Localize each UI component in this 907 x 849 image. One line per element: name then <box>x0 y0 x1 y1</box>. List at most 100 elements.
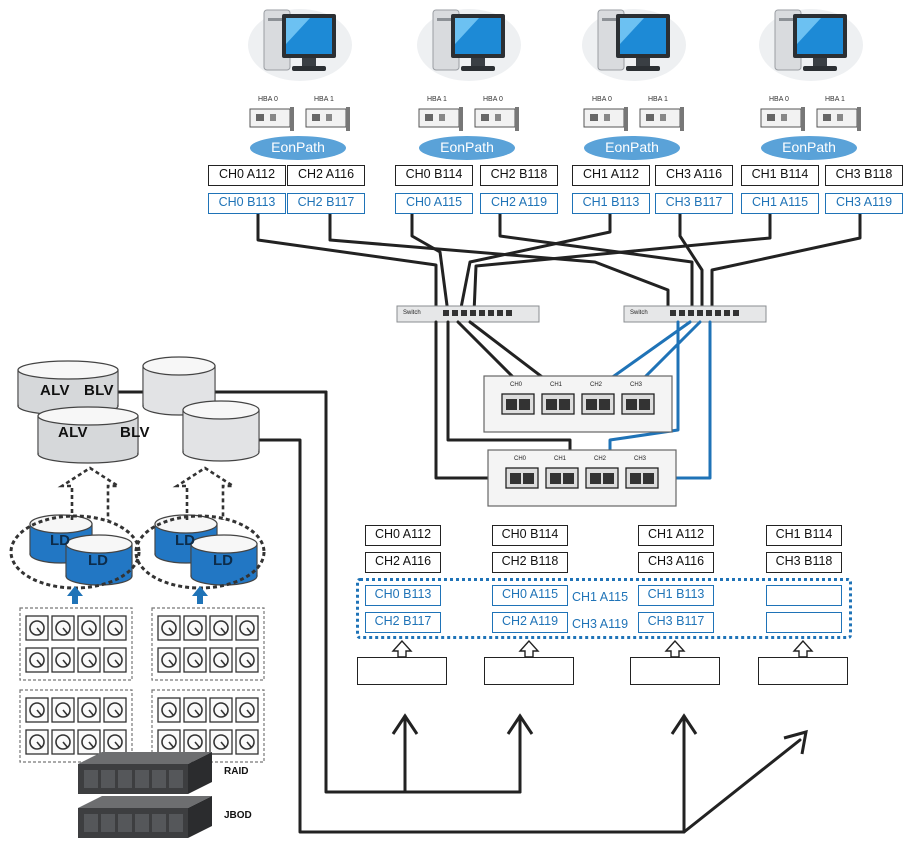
monitor-base <box>803 66 837 71</box>
drive-arm <box>62 659 69 667</box>
alv-volume-icon-top <box>17 360 119 380</box>
hba-chip <box>823 114 831 121</box>
enclosure-bay <box>135 770 149 788</box>
drive-platter <box>81 620 97 636</box>
monitor-base <box>626 66 660 71</box>
switch-port <box>697 310 703 316</box>
enclosure-bay <box>101 814 115 832</box>
alv-label: ALV <box>58 424 88 441</box>
hba-bracket <box>624 107 628 131</box>
host-port-box: CH1 B114 <box>741 165 819 186</box>
enclosure-bay <box>101 770 115 788</box>
sfp-slot <box>506 399 517 410</box>
switch-port <box>724 310 730 316</box>
switch-port <box>452 310 458 316</box>
switch-port <box>497 310 503 316</box>
switch-port <box>479 310 485 316</box>
up-arrow-icon <box>670 713 698 735</box>
drive-arm <box>194 709 201 717</box>
drive-arm <box>114 741 121 749</box>
drive-platter <box>29 652 45 668</box>
drive-platter <box>239 620 255 636</box>
host-port-box-blue: CH3 B117 <box>655 193 733 214</box>
drive-platter <box>161 702 177 718</box>
drive-platter <box>55 702 71 718</box>
drive-arm <box>62 709 69 717</box>
drive-arm <box>36 627 43 635</box>
sfp-slot <box>586 399 597 410</box>
sfp-slot <box>519 399 530 410</box>
lun-map-box-blue: CH3 B117 <box>638 612 714 633</box>
host-group-box <box>630 657 720 685</box>
lun-map-extra: CH3 A119 <box>572 617 629 631</box>
monitor-neck <box>636 58 650 66</box>
drive-arm <box>168 659 175 667</box>
drive-arm <box>114 709 121 717</box>
hba-chip <box>481 114 489 121</box>
lun-map-box-blue: CH0 B113 <box>365 585 441 606</box>
hba-chip <box>767 114 775 121</box>
dotted-arrow-icon <box>172 466 238 520</box>
switch-port <box>670 310 676 316</box>
drive-platter <box>55 734 71 750</box>
sfp-slot <box>643 473 654 484</box>
hba-bracket <box>515 107 519 131</box>
lun-map-box: CH1 B114 <box>766 525 842 546</box>
lun-map-box: CH0 A112 <box>365 525 441 546</box>
host-port-box-blue: CH2 B117 <box>287 193 365 214</box>
switch-port <box>443 310 449 316</box>
switch-port <box>679 310 685 316</box>
monitor-neck <box>813 58 827 66</box>
sfp-slot <box>590 473 601 484</box>
fc-cable <box>498 212 694 315</box>
hba-chip <box>781 114 787 121</box>
sfp-slot <box>603 473 614 484</box>
drive-platter <box>29 620 45 636</box>
drive-arm <box>220 659 227 667</box>
drive-platter <box>81 734 97 750</box>
host-port-box-blue: CH3 A119 <box>825 193 903 214</box>
controller-channel-label: CH2 <box>590 382 603 388</box>
drive-platter <box>161 620 177 636</box>
ld-label: LD <box>88 552 108 569</box>
switch-label: Switch <box>403 310 421 316</box>
switch-port <box>715 310 721 316</box>
hba-label: HBA 0 <box>592 96 612 103</box>
drive-arm <box>194 627 201 635</box>
host-group-box <box>357 657 447 685</box>
drive-platter <box>55 620 71 636</box>
drive-platter <box>55 652 71 668</box>
hba-chip <box>604 114 610 121</box>
drive-platter <box>107 734 123 750</box>
drive-arm <box>220 709 227 717</box>
monitor-glare <box>620 18 644 44</box>
lun-map-box-blue: CH1 B113 <box>638 585 714 606</box>
lun-map-box-blue: CH2 B117 <box>365 612 441 633</box>
hba-label: HBA 1 <box>648 96 668 103</box>
hba-bracket <box>857 107 861 131</box>
alv-volume-icon-top <box>37 406 139 426</box>
drive-arm <box>62 627 69 635</box>
switch-port <box>706 310 712 316</box>
hba-label: HBA 0 <box>483 96 503 103</box>
fc-cable <box>710 212 862 315</box>
ld-label: LD <box>213 552 233 569</box>
fc-cable <box>468 320 556 388</box>
host-port-box-blue: CH1 A115 <box>741 193 819 214</box>
eonpath-multipath: EonPath <box>584 136 680 160</box>
lun-map-box: CH0 B114 <box>492 525 568 546</box>
ld-label: LD <box>175 532 195 549</box>
hba-chip <box>256 114 264 121</box>
hba-chip <box>326 114 332 121</box>
hba-chip <box>495 114 501 121</box>
drive-platter <box>213 652 229 668</box>
enclosure-bay <box>169 814 183 832</box>
drive-arm <box>88 741 95 749</box>
fc-cable <box>328 212 670 315</box>
sfp-slot <box>639 399 650 410</box>
lun-map-box: CH3 B118 <box>766 552 842 573</box>
sfp-slot <box>546 399 557 410</box>
drive-arm <box>194 741 201 749</box>
drive-arm <box>194 659 201 667</box>
